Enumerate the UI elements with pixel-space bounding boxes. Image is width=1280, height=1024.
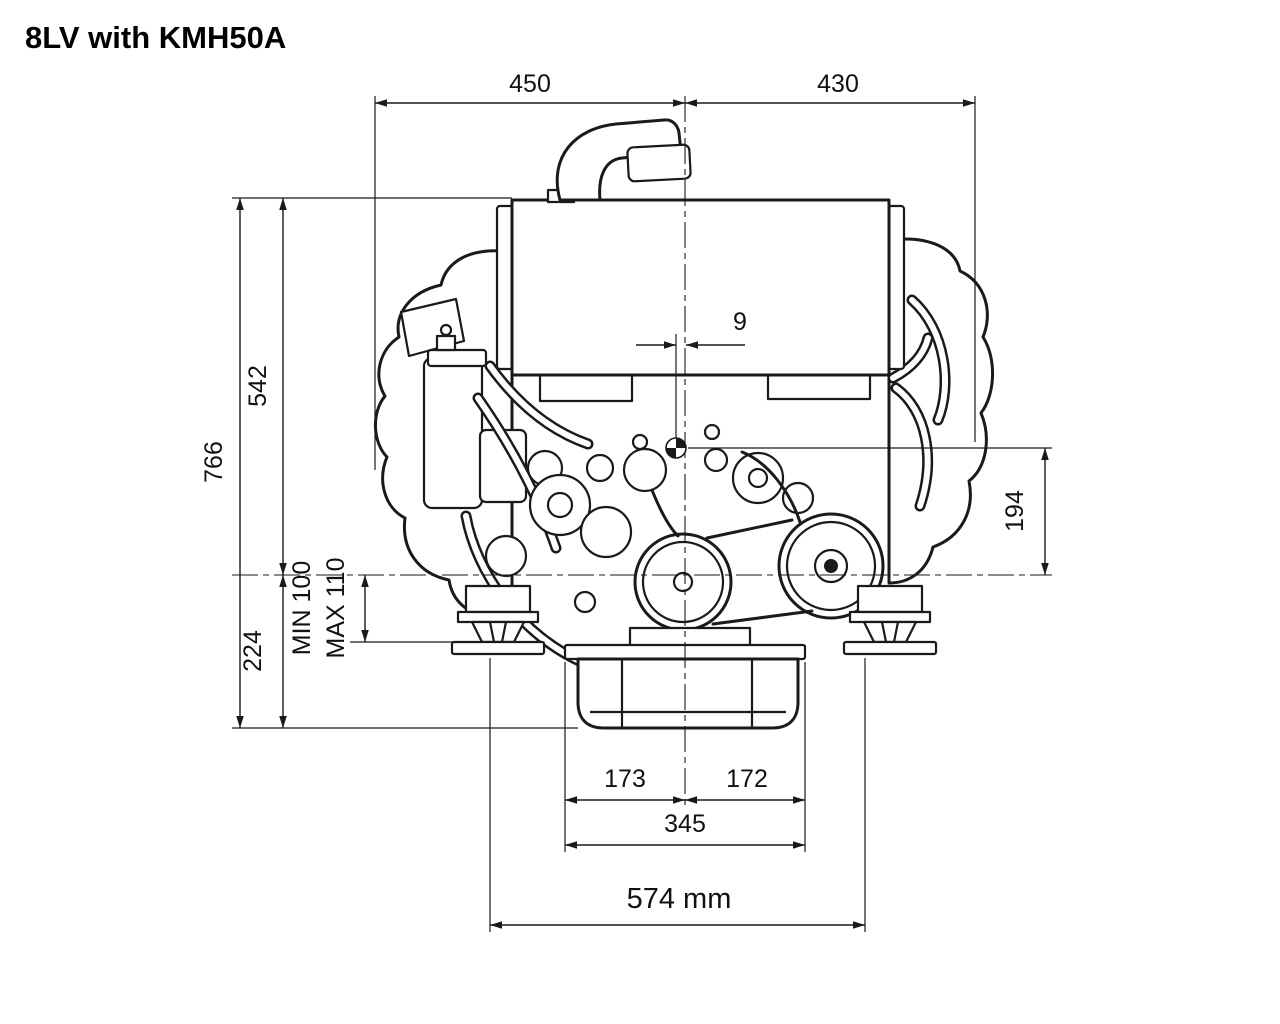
dimension-574-label: 574 mm [627, 883, 732, 915]
drive-belt [650, 450, 814, 626]
manifold-left [538, 373, 634, 403]
dimension-9: 9 [636, 308, 747, 349]
oil-filter-assembly [422, 323, 488, 510]
dimension-173: 173 [565, 765, 685, 804]
extension-lines [232, 96, 1052, 932]
pulleys-and-fittings [484, 423, 815, 614]
dimension-345-label: 345 [664, 810, 706, 838]
dimension-345: 345 [565, 810, 805, 849]
mounting-foot-right [842, 584, 938, 656]
dimension-9-label: 9 [733, 308, 747, 336]
dimension-766: 766 [200, 198, 244, 728]
engine-drawing [373, 118, 994, 730]
dimension-173-label: 173 [604, 765, 646, 793]
center-of-gravity-marker [665, 334, 687, 459]
crank-pulley [633, 532, 733, 632]
dimension-max-label: MAX 110 [322, 558, 350, 659]
dimension-min-label: MIN 100 [288, 561, 316, 655]
dimension-min-max-mount: MIN 100 MAX 110 [288, 558, 369, 659]
dimension-172: 172 [685, 765, 805, 804]
dimension-542: 542 [244, 198, 287, 575]
dimension-766-label: 766 [200, 441, 228, 483]
drawing-title: 8LV with KMH50A [25, 20, 287, 55]
dimension-172-label: 172 [726, 765, 768, 793]
exhaust-elbow [555, 118, 692, 202]
dimension-574: 574 mm [490, 883, 865, 929]
manifold-right [766, 373, 872, 401]
dimension-194: 194 [1001, 448, 1049, 575]
dimension-430-label: 430 [817, 70, 859, 98]
dimension-224-label: 224 [239, 630, 267, 672]
dimension-542-label: 542 [244, 365, 272, 407]
heat-exchanger-tank [495, 188, 906, 377]
dimension-430: 430 [685, 70, 975, 107]
dimension-450: 450 [375, 70, 685, 107]
dimension-224: 224 [239, 575, 287, 728]
dimension-450-label: 450 [509, 70, 551, 98]
dimension-194-label: 194 [1001, 490, 1029, 532]
mounting-foot-left [450, 584, 546, 656]
